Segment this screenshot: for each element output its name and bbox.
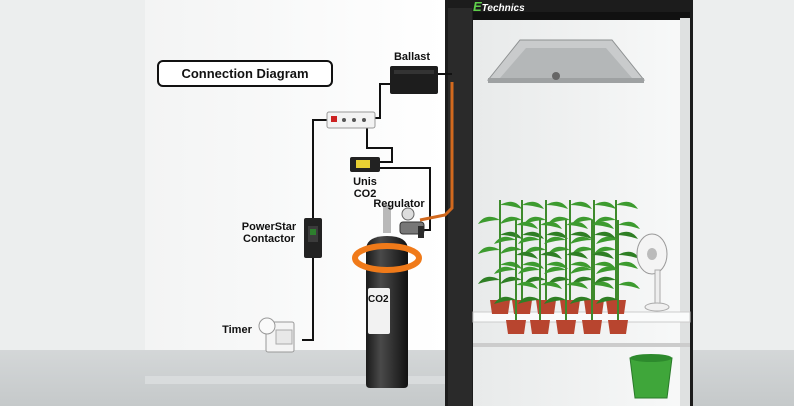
plant-leaf [618, 221, 640, 229]
plant-pot [506, 320, 526, 334]
plant-leaf [570, 261, 592, 269]
plant-pot [556, 320, 576, 334]
plant-leaf [592, 251, 614, 259]
plant-leaf [522, 231, 544, 239]
oscillating-fan [636, 233, 670, 312]
co2-regulator [399, 207, 425, 238]
baseboard [145, 376, 445, 384]
label-contactor: Contactor [243, 233, 295, 245]
plant-leaf [540, 251, 562, 259]
co2-tubing [419, 82, 454, 222]
label-co2: CO2 [353, 188, 377, 200]
brand-name: Technics [481, 3, 525, 14]
power-strip [326, 111, 376, 129]
plant-leaf [522, 261, 544, 269]
co2-cylinder [352, 205, 422, 388]
plant-leaf [616, 261, 638, 269]
plant-leaf [494, 296, 516, 304]
plant-leaf [618, 281, 640, 289]
plant-leaf [594, 201, 616, 209]
wiring [302, 73, 452, 341]
brand-prefix: E [473, 0, 482, 14]
plant-leaf [570, 231, 592, 239]
plant-leaf [570, 296, 592, 304]
label-regulator: Regulator [373, 198, 425, 210]
plant-pot [530, 320, 550, 334]
plant-leaf [566, 281, 588, 289]
powerstar-contactor [304, 218, 322, 258]
plant-leaf [592, 281, 614, 289]
brand-logo: ETechnics [473, 0, 633, 15]
plant-leaf [500, 216, 522, 224]
plant-pot [582, 320, 602, 334]
timer-unit [258, 317, 295, 353]
plant-leaf [596, 296, 618, 304]
plant-leaf [516, 221, 538, 229]
plant-leaf [570, 266, 592, 274]
plant-leaf [544, 236, 566, 244]
cylinder-label: CO2 [368, 294, 389, 305]
plant-leaf [478, 246, 500, 254]
label-timer: Timer [222, 324, 252, 336]
plant-leaf [618, 251, 640, 259]
plant-leaf [596, 236, 618, 244]
plant-leaf [566, 251, 588, 259]
label-ballast: Ballast [393, 51, 431, 63]
left-wall [0, 0, 145, 350]
reflector-hood [486, 39, 646, 83]
plant-leaf [494, 266, 516, 274]
plant-leaf [546, 201, 568, 209]
plant-leaf [548, 246, 570, 254]
plant-leaf [518, 236, 540, 244]
bucket [629, 354, 673, 399]
plant-leaf [516, 251, 538, 259]
right-wall [690, 0, 794, 350]
plant-leaf [478, 276, 500, 284]
plant-leaf [478, 216, 500, 224]
plant-leaf [522, 201, 544, 209]
plant-leaf [570, 236, 592, 244]
label-unis: Unis [353, 176, 377, 188]
plant-leaf [548, 216, 570, 224]
plant-leaf [548, 276, 570, 284]
plant-leaf [518, 296, 540, 304]
plant-leaf [546, 261, 568, 269]
plant-leaf [566, 221, 588, 229]
diagram-title: Connection Diagram [157, 60, 333, 87]
plant-leaf [596, 266, 618, 274]
plant-pot [606, 300, 626, 314]
plant-leaf [500, 201, 522, 209]
plant-leaf [494, 236, 516, 244]
unis-co2-controller [350, 157, 380, 172]
plant-leaf [540, 221, 562, 229]
plant-leaf [540, 281, 562, 289]
plant-leaf [544, 296, 566, 304]
plant-leaf [616, 201, 638, 209]
label-powerstar: PowerStar [241, 221, 297, 233]
plant-leaf [544, 266, 566, 274]
plant-leaf [546, 231, 568, 239]
plant-leaf [518, 266, 540, 274]
shelf [472, 311, 691, 347]
plant-leaf [516, 281, 538, 289]
plants [478, 200, 640, 334]
plant-pot [584, 300, 604, 314]
ballast-unit [390, 66, 438, 94]
plant-pot [560, 300, 580, 314]
plant-leaf [524, 216, 546, 224]
plant-leaf [570, 201, 592, 209]
plant-leaf [616, 231, 638, 239]
plant-pot [608, 320, 628, 334]
plant-leaf [592, 221, 614, 229]
